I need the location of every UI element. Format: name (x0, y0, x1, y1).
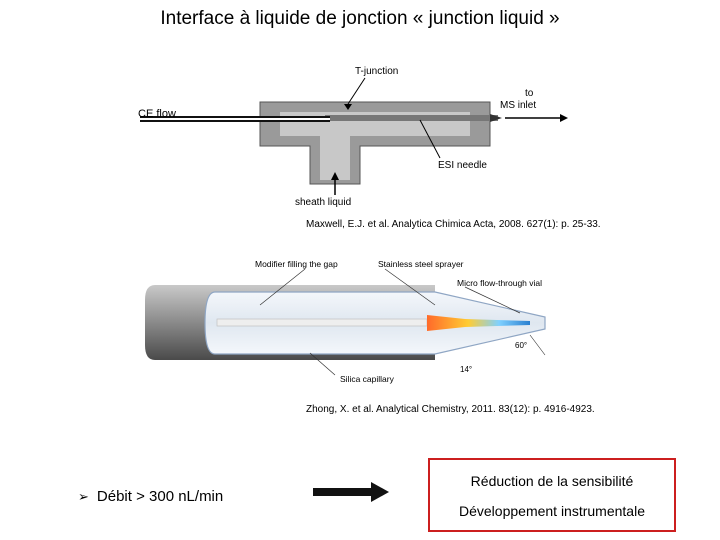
spray-plume-shape (427, 315, 530, 331)
label-ms-inlet: MS inlet (500, 100, 536, 111)
label-sheath-liquid: sheath liquid (295, 197, 351, 208)
label-vial: Micro flow-through vial (457, 278, 542, 288)
arrow-to-ms-icon (560, 114, 568, 122)
label-angle-60: 60° (515, 341, 527, 350)
silica-capillary-shape (216, 318, 428, 327)
label-capillary: Silica capillary (340, 374, 395, 384)
consequence-line-1: Réduction de la sensibilité (470, 473, 634, 489)
right-arrow-icon (313, 482, 389, 502)
consequence-line-2: Développement instrumentale (459, 503, 645, 519)
flow-through-vial-diagram: Modifier filling the gap Stainless steel… (145, 259, 546, 384)
citation-maxwell: Maxwell, E.J. et al. Analytica Chimica A… (306, 219, 601, 230)
label-esi-needle: ESI needle (438, 160, 487, 171)
label-to: to (525, 88, 534, 99)
consequence-box: Réduction de la sensibilité Développemen… (428, 458, 676, 532)
flow-rate-text: Débit > 300 nL/min (96, 488, 224, 505)
label-t-junction: T-junction (355, 66, 398, 77)
arrow-bullet-icon: ➢ (78, 488, 89, 504)
sheath-arrow-icon (331, 172, 339, 180)
flow-rate-bullet: ➢ Débit > 300 nL/min (78, 488, 223, 505)
t-junction-diagram: T-junction CE flow to MS inlet ESI needl… (138, 66, 568, 208)
page-title: Interface à liquide de jonction « juncti… (160, 8, 560, 29)
citation-zhong: Zhong, X. et al. Analytical Chemistry, 2… (306, 404, 595, 415)
label-angle-14: 14° (460, 365, 472, 374)
label-ce-flow: CE flow (138, 108, 176, 120)
label-modifier: Modifier filling the gap (255, 259, 338, 269)
label-sprayer: Stainless steel sprayer (378, 259, 464, 269)
esi-needle-shape (325, 115, 498, 121)
